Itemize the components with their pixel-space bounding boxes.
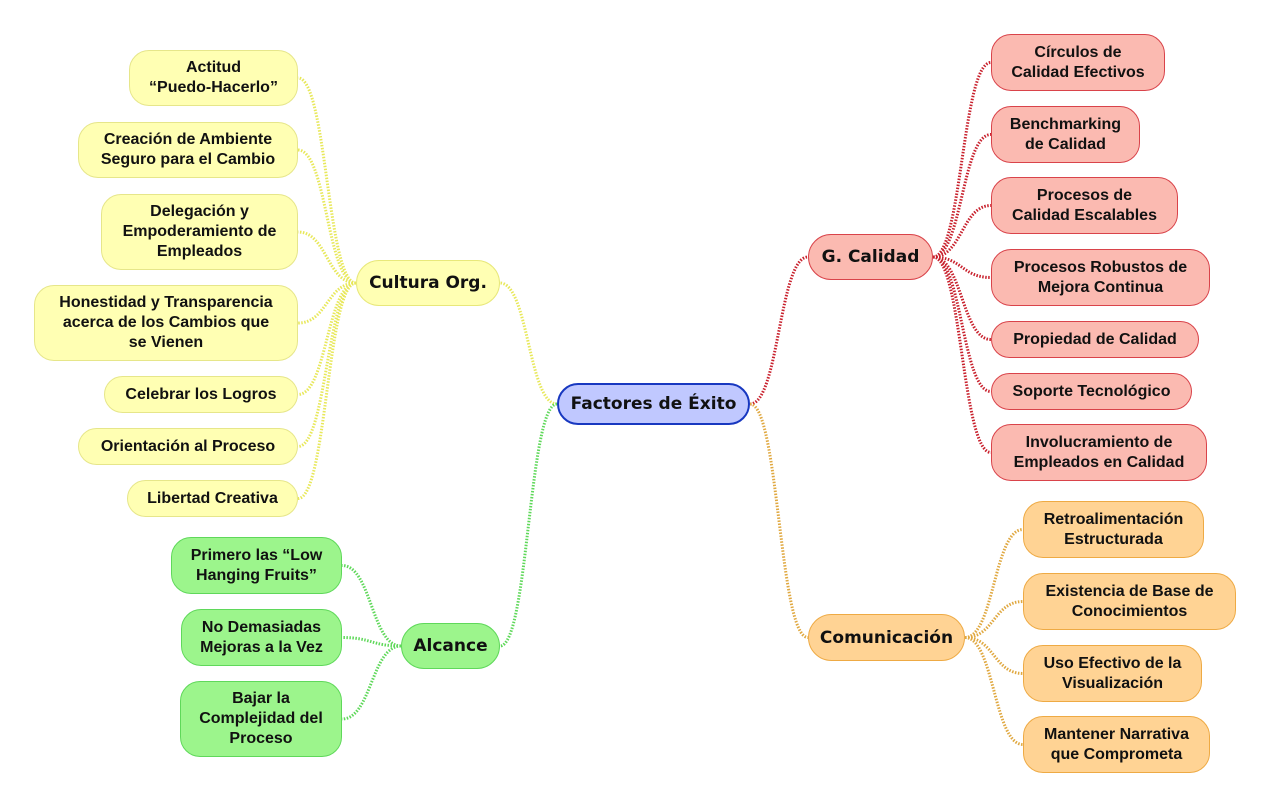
connector-leaf-bajar-complejidad <box>341 644 402 721</box>
connector-leaf-retroalimentacion <box>964 528 1024 639</box>
connector-leaf-low-hanging-fruits <box>341 564 402 648</box>
connector-root-branch-comunicacion <box>749 402 809 639</box>
leaf-retroalimentacion[interactable]: Retroalimentación Estructurada <box>1023 501 1204 558</box>
connector-leaf-celebrar-logros <box>297 281 357 396</box>
connector-leaf-actitud <box>297 76 357 285</box>
leaf-orientacion-proceso[interactable]: Orientación al Proceso <box>78 428 298 465</box>
connector-leaf-procesos-escalables <box>932 204 992 259</box>
leaf-circulos-calidad[interactable]: Círculos de Calidad Efectivos <box>991 34 1165 91</box>
connector-leaf-soporte-tecnologico <box>932 255 992 393</box>
connector-root-branch-cultura-org <box>499 281 558 406</box>
leaf-no-demasiadas-mejoras[interactable]: No Demasiadas Mejoras a la Vez <box>181 609 342 666</box>
root-node[interactable]: Factores de Éxito <box>557 383 750 425</box>
leaf-celebrar-logros[interactable]: Celebrar los Logros <box>104 376 298 413</box>
leaf-benchmarking[interactable]: Benchmarking de Calidad <box>991 106 1140 163</box>
leaf-procesos-escalables[interactable]: Procesos de Calidad Escalables <box>991 177 1178 234</box>
connector-leaf-orientacion-proceso <box>297 281 357 448</box>
branch-g-calidad[interactable]: G. Calidad <box>808 234 933 280</box>
connector-root-branch-g-calidad <box>749 255 809 406</box>
leaf-uso-visualizacion[interactable]: Uso Efectivo de la Visualización <box>1023 645 1202 702</box>
connector-leaf-uso-visualizacion <box>964 636 1024 675</box>
connector-leaf-honestidad <box>297 281 357 325</box>
branch-cultura-org[interactable]: Cultura Org. <box>356 260 500 306</box>
leaf-propiedad-calidad[interactable]: Propiedad de Calidad <box>991 321 1199 358</box>
leaf-honestidad[interactable]: Honestidad y Transparencia acerca de los… <box>34 285 298 361</box>
leaf-bajar-complejidad[interactable]: Bajar la Complejidad del Proceso <box>180 681 342 757</box>
leaf-low-hanging-fruits[interactable]: Primero las “Low Hanging Fruits” <box>171 537 342 594</box>
leaf-delegacion[interactable]: Delegación y Empoderamiento de Empleados <box>101 194 298 270</box>
branch-alcance[interactable]: Alcance <box>401 623 500 669</box>
connector-leaf-base-conocimientos <box>964 600 1024 639</box>
connector-leaf-ambiente-seguro <box>297 148 357 285</box>
connector-leaf-no-demasiadas-mejoras <box>341 636 402 648</box>
leaf-procesos-robustos[interactable]: Procesos Robustos de Mejora Continua <box>991 249 1210 306</box>
leaf-ambiente-seguro[interactable]: Creación de Ambiente Seguro para el Camb… <box>78 122 298 178</box>
leaf-actitud[interactable]: Actitud “Puedo-Hacerlo” <box>129 50 298 106</box>
connector-leaf-mantener-narrativa <box>964 636 1024 746</box>
leaf-base-conocimientos[interactable]: Existencia de Base de Conocimientos <box>1023 573 1236 630</box>
connector-root-branch-alcance <box>499 402 558 648</box>
branch-comunicacion[interactable]: Comunicación <box>808 614 965 661</box>
connector-leaf-delegacion <box>297 230 357 285</box>
leaf-involucramiento[interactable]: Involucramiento de Empleados en Calidad <box>991 424 1207 481</box>
connector-leaf-libertad-creativa <box>297 281 357 500</box>
leaf-libertad-creativa[interactable]: Libertad Creativa <box>127 480 298 517</box>
connector-leaf-involucramiento <box>932 255 992 454</box>
leaf-mantener-narrativa[interactable]: Mantener Narrativa que Comprometa <box>1023 716 1210 773</box>
leaf-soporte-tecnologico[interactable]: Soporte Tecnológico <box>991 373 1192 410</box>
connector-leaf-circulos-calidad <box>932 61 992 259</box>
